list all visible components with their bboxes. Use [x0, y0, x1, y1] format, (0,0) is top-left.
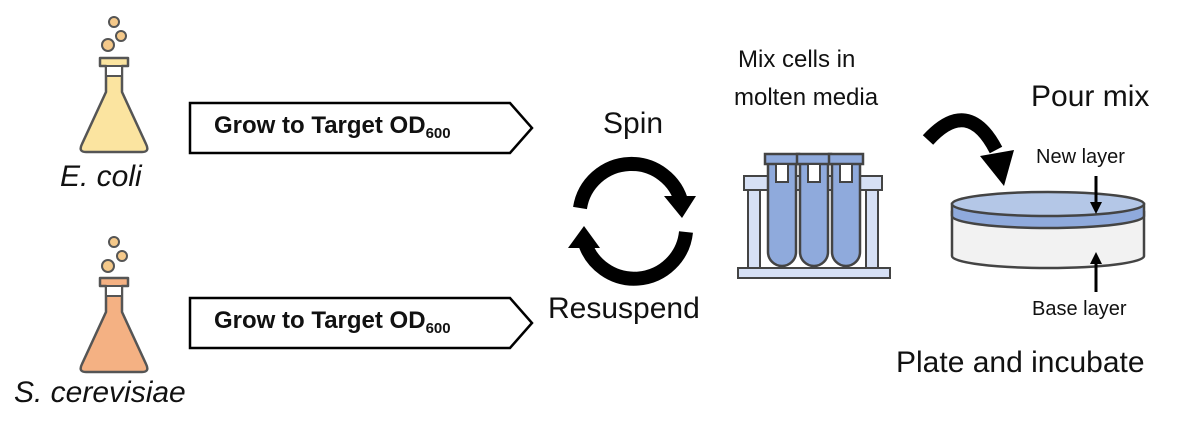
petri-plate-icon — [950, 176, 1146, 292]
grow-label-top: Grow to Target OD600 — [214, 112, 451, 142]
spin-label: Spin — [603, 107, 664, 140]
pour-mix-label: Pour mix — [1031, 80, 1150, 113]
mix-label-line2: molten media — [734, 84, 879, 111]
yeast-flask-icon — [79, 236, 149, 374]
cycle-arrows-icon — [568, 156, 696, 286]
ecoli-flask-icon — [79, 16, 149, 154]
yeast-label: S. cerevisiae — [14, 376, 186, 409]
tube-rack-icon — [737, 152, 891, 279]
grow-arrow-bottom — [188, 296, 534, 350]
new-layer-label: New layer — [1036, 146, 1125, 168]
mix-label-line1: Mix cells in — [738, 46, 856, 73]
grow-arrow-top — [188, 101, 534, 155]
pour-arrow-icon — [922, 113, 1014, 186]
grow-label-bottom: Grow to Target OD600 — [214, 307, 451, 337]
base-layer-label: Base layer — [1032, 298, 1127, 320]
plate-caption: Plate and incubate — [896, 346, 1145, 379]
resuspend-label: Resuspend — [548, 292, 700, 325]
ecoli-label: E. coli — [60, 160, 142, 193]
